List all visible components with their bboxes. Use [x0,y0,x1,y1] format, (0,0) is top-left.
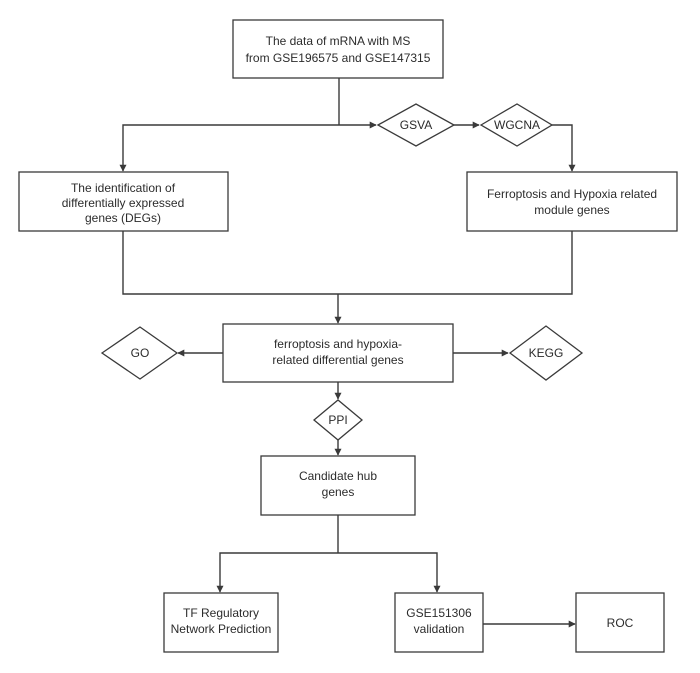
node-roc: ROC [575,592,665,653]
node-diff-genes: ferroptosis and hypoxia-related differen… [222,323,454,383]
svg-text:KEGG: KEGG [529,346,564,360]
connector-wgcna-module [552,124,576,172]
node-wgcna: WGCNA [479,103,554,147]
svg-text:GSVA: GSVA [400,118,432,132]
svg-text:ROC: ROC [607,616,634,630]
connector-degs-merge [122,231,573,295]
connector-split-gse [338,552,441,593]
connectors [119,78,576,628]
connector-branch-degs [119,124,339,172]
node-kegg: KEGG [508,325,584,381]
node-go: GO [100,326,179,380]
svg-text:ferroptosis and hypoxia-relate: ferroptosis and hypoxia-related differen… [272,337,403,367]
node-gsva: GSVA [376,103,456,147]
svg-text:PPI: PPI [328,413,347,427]
node-ppi: PPI [312,399,364,441]
svg-text:WGCNA: WGCNA [494,118,540,132]
connector-split-tf [216,552,338,593]
svg-text:GO: GO [131,346,150,360]
